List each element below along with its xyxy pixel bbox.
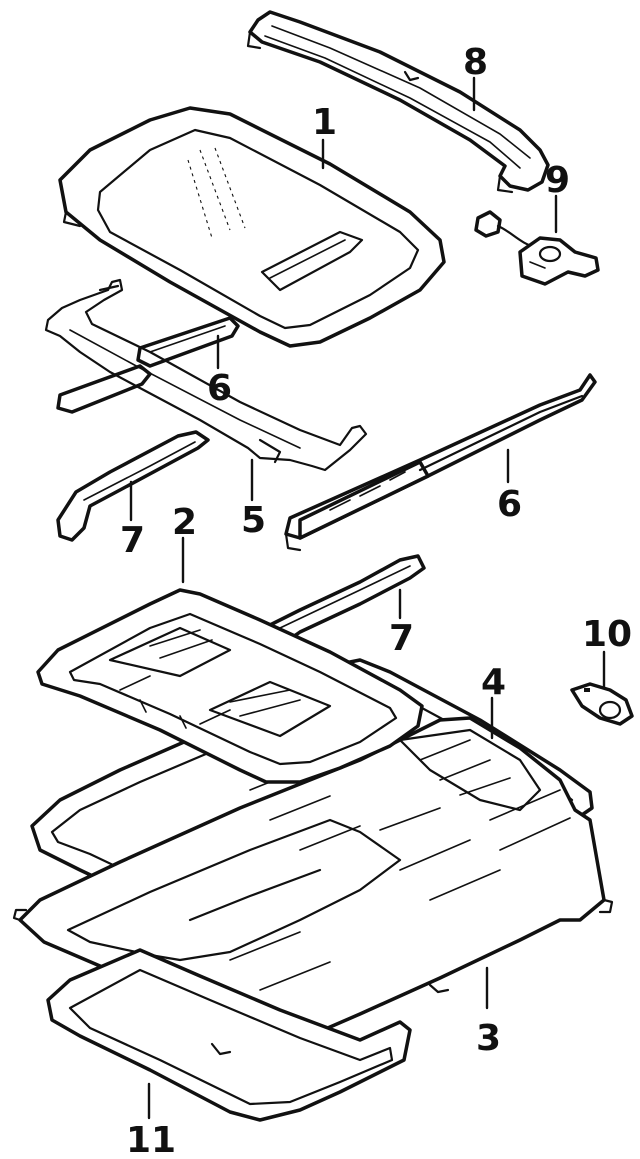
leader-lines bbox=[129, 76, 606, 1120]
part-7-trim-left bbox=[56, 430, 210, 542]
callout-8: 8 bbox=[463, 42, 488, 83]
callout-11: 11 bbox=[126, 1120, 176, 1159]
callout-7-right: 7 bbox=[389, 618, 414, 659]
callout-6-left: 6 bbox=[207, 368, 232, 409]
callout-2: 2 bbox=[172, 502, 197, 543]
callout-3: 3 bbox=[476, 1018, 501, 1059]
callout-7-left: 7 bbox=[120, 520, 145, 561]
callout-5: 5 bbox=[241, 500, 266, 541]
part-6-guide-rail-left bbox=[56, 316, 240, 414]
callout-1: 1 bbox=[312, 102, 337, 143]
part-5-frame bbox=[44, 278, 368, 472]
callout-6-right: 6 bbox=[497, 484, 522, 525]
part-11-bottom-frame bbox=[46, 948, 412, 1122]
part-1-glass-panel bbox=[58, 106, 446, 348]
part-10-switch bbox=[570, 682, 634, 726]
part-9-motor bbox=[474, 210, 600, 286]
callout-9: 9 bbox=[545, 160, 570, 201]
part-6-guide-rail-right bbox=[284, 373, 597, 552]
callout-4: 4 bbox=[481, 662, 506, 703]
part-8-deflector-rail bbox=[246, 10, 550, 194]
part-2-sunshade bbox=[36, 588, 424, 784]
callout-10: 10 bbox=[582, 614, 632, 655]
callout-labels: 1 2 3 4 5 6 6 7 7 8 9 10 11 bbox=[120, 42, 632, 1159]
